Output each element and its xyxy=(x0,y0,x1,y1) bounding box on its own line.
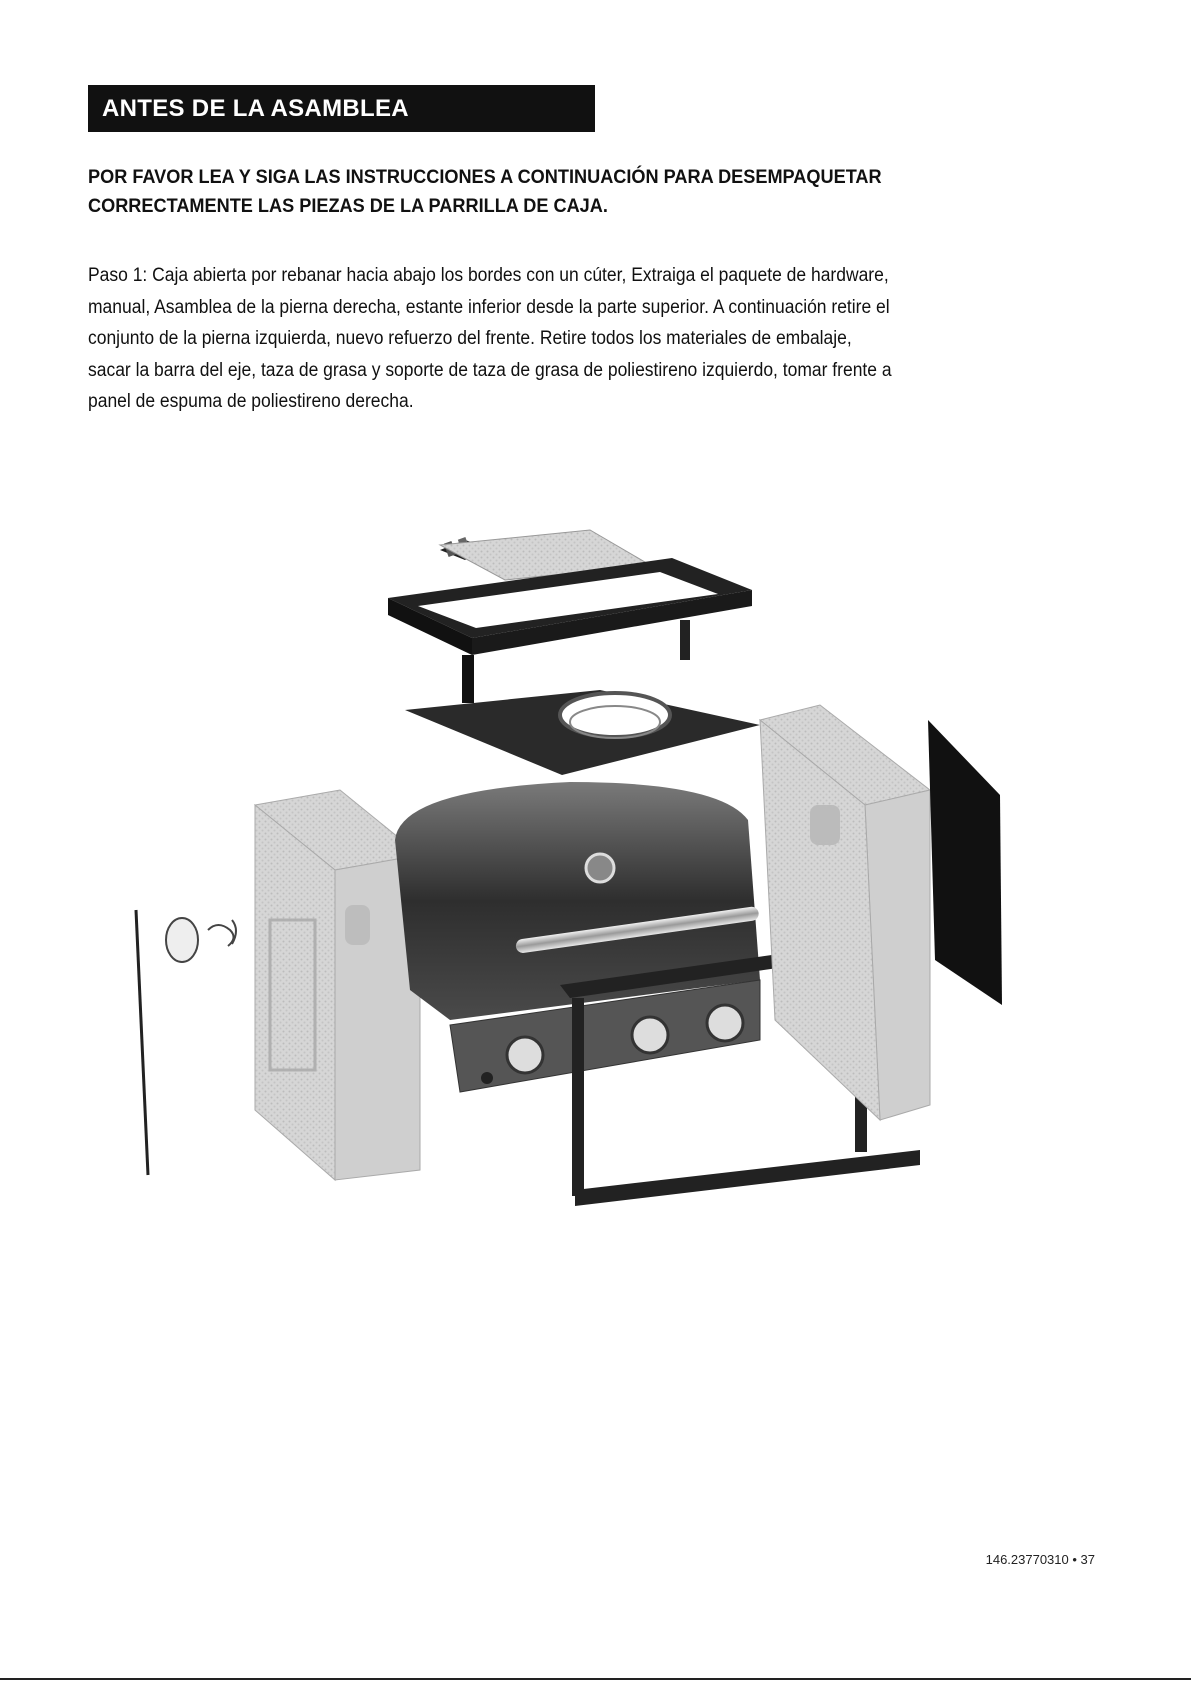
step-line: panel de espuma de poliestireno derecha. xyxy=(88,391,414,412)
step-line: Paso 1: Caja abierta por rebanar hacia a… xyxy=(88,265,889,286)
page-reference: 146.23770310 • 37 xyxy=(985,1552,1095,1567)
left-foam-panel xyxy=(253,789,422,1182)
section-header: ANTES DE LA ASAMBLEA xyxy=(88,85,595,132)
intro-line: POR FAVOR LEA Y SIGA LAS INSTRUCCIONES A… xyxy=(88,166,882,188)
page-bottom-rule xyxy=(0,1678,1191,1680)
step-paragraph: Paso 1: Caja abierta por rebanar hacia a… xyxy=(88,260,1091,418)
exploded-grill-diagram xyxy=(134,529,1002,1206)
front-panel xyxy=(928,720,1002,1005)
bottom-tray xyxy=(405,690,760,775)
step-line: conjunto de la pierna izquierda, nuevo r… xyxy=(88,328,852,349)
bottom-shelf-frame xyxy=(388,558,752,703)
step-line: sacar la barra del eje, taza de grasa y … xyxy=(88,359,892,381)
section-title: ANTES DE LA ASAMBLEA xyxy=(102,94,409,122)
grease-cup-and-holder xyxy=(165,917,237,963)
intro-line: CORRECTAMENTE LAS PIEZAS DE LA PARRILLA … xyxy=(88,195,608,217)
right-foam-panel xyxy=(758,704,932,1122)
intro-instruction: POR FAVOR LEA Y SIGA LAS INSTRUCCIONES A… xyxy=(88,163,1027,221)
step-line: manual, Asamblea de la pierna derecha, e… xyxy=(88,296,890,318)
grill-head xyxy=(395,782,761,1093)
axle-rod xyxy=(134,909,150,1176)
